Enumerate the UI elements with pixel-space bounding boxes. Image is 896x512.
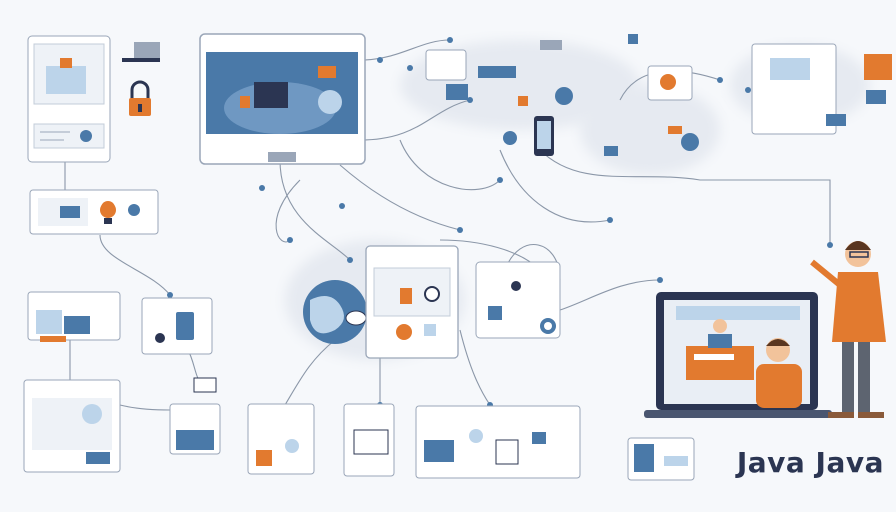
gear-icon <box>544 322 552 330</box>
panel-bottom-left <box>23 377 221 473</box>
panel-bottom-center <box>247 403 581 479</box>
brand-caption: Java Java <box>736 446 884 479</box>
person-seated <box>756 338 802 408</box>
panel-bottom-right <box>627 437 695 481</box>
cloud-icon <box>425 34 638 145</box>
laptop-icon <box>122 42 160 62</box>
laptop-icon <box>644 292 832 418</box>
panel-top-left <box>27 35 111 163</box>
panel-center <box>365 245 459 359</box>
panel-top-right <box>751 43 892 135</box>
panel-left-lower <box>27 291 213 355</box>
panel-left-middle <box>29 189 159 235</box>
lightbulb-icon <box>101 201 115 215</box>
padlock-icon <box>129 80 151 116</box>
panel-top-right-cloud <box>604 65 699 156</box>
network-connection-lines <box>64 39 831 411</box>
phone-icon <box>534 116 554 156</box>
person-standing <box>810 241 886 418</box>
person-small <box>708 319 732 348</box>
globe-icon <box>303 280 367 344</box>
monitor-icon <box>199 33 366 165</box>
